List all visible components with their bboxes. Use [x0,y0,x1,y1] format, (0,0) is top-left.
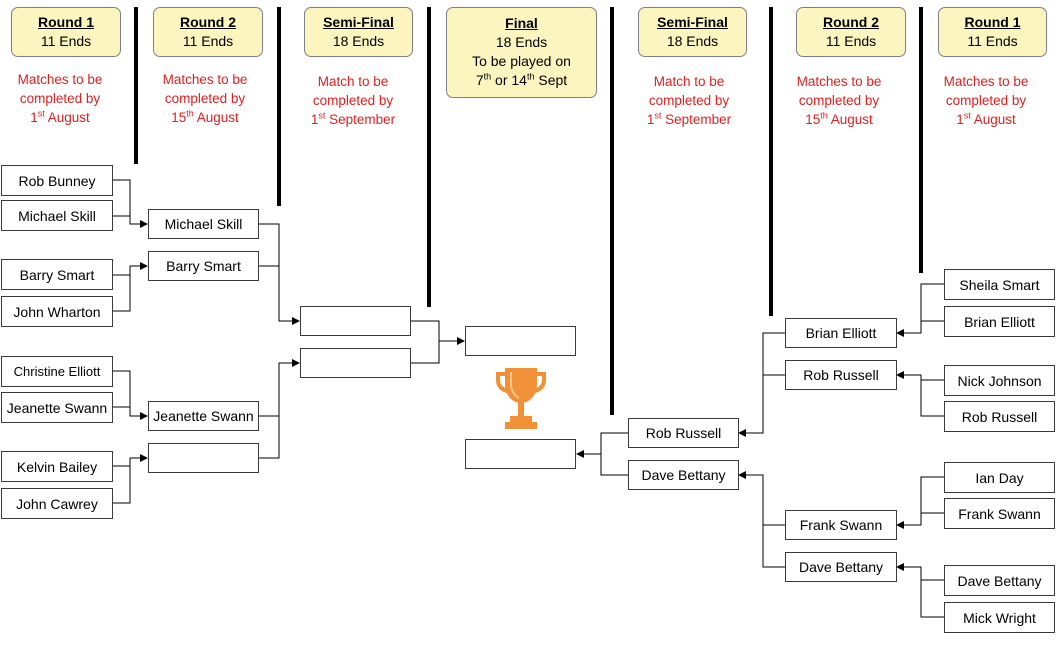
header-round2-right: Round 2 11 Ends [796,7,906,57]
round1-right-player: Ian Day [944,462,1055,493]
round1-right-player: Mick Wright [944,602,1055,633]
separator-bar [769,7,773,316]
round2-left-player [148,443,259,473]
round2-left-player: Jeanette Swann [148,401,259,431]
final-right-player [465,439,576,469]
round2-right-player: Frank Swann [785,510,897,540]
round1-left-player: Kelvin Bailey [1,451,113,482]
separator-bar [610,7,614,415]
header-semifinal-left: Semi-Final 18 Ends [304,7,413,57]
round1-left-player: Michael Skill [1,200,113,231]
header-round2-left: Round 2 11 Ends [153,7,263,57]
semifinal-right-player: Rob Russell [628,418,739,448]
round1-right-player: Rob Russell [944,401,1055,432]
separator-bar [919,7,923,273]
round2-right-player: Dave Bettany [785,552,897,582]
semifinal-right-player: Dave Bettany [628,460,739,490]
header-semifinal-right: Semi-Final 18 Ends [638,7,747,57]
separator-bar [427,7,431,307]
semifinal-left-player [300,306,411,336]
header-round1-right: Round 1 11 Ends [938,7,1047,57]
round2-right-player: Rob Russell [785,360,897,390]
round1-right-player: Sheila Smart [944,269,1055,300]
header-round1-left: Round 1 11 Ends [11,7,121,57]
separator-bar [277,7,281,206]
round2-left-player: Barry Smart [148,251,259,281]
round1-left-player: Christine Elliott [1,356,113,387]
round1-left-player: John Cawrey [1,488,113,519]
round1-left-player: John Wharton [1,296,113,327]
final-date: 7th or 14th Sept [475,71,568,88]
header-final: Final 18 Ends To be played on 7th or 14t… [446,7,597,98]
round1-right-player: Nick Johnson [944,365,1055,396]
round1-left-player: Rob Bunney [1,165,113,196]
round1-left-player: Jeanette Swann [1,392,113,423]
final-left-player [465,326,576,356]
round1-left-player: Barry Smart [1,259,113,290]
semifinal-left-player [300,348,411,378]
round1-right-player: Brian Elliott [944,306,1055,337]
round1-right-player: Dave Bettany [944,565,1055,596]
round2-right-player: Brian Elliott [785,318,897,348]
round1-right-player: Frank Swann [944,498,1055,529]
trophy-icon [496,368,546,429]
separator-bar [134,7,138,164]
round2-left-player: Michael Skill [148,209,259,239]
